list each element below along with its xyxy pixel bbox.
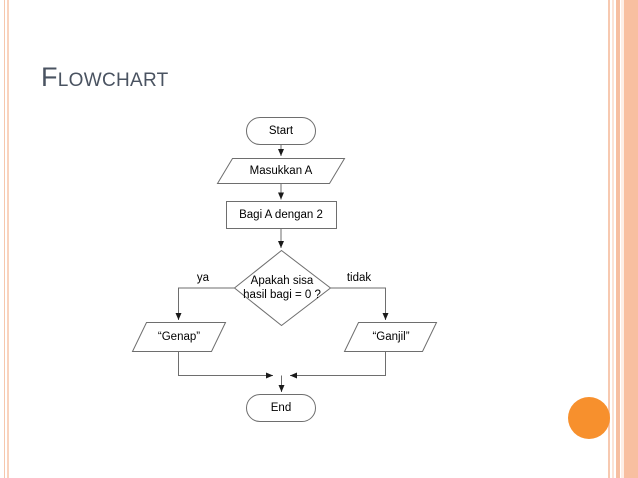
- left-edge-band-inner: [7, 0, 9, 478]
- node-input-shape: [216, 158, 346, 184]
- node-end-shape: [246, 394, 316, 422]
- node-start-shape: [246, 117, 316, 145]
- orange-circle-decoration: [568, 397, 610, 439]
- connector-decision-no: [330, 287, 389, 320]
- node-decision-shape: [233, 249, 332, 327]
- right-edge-band-wide: [624, 0, 638, 478]
- page-title: Flowchart: [41, 62, 169, 92]
- right-edge-band-light: [612, 0, 614, 478]
- branch-label-no: tidak: [346, 272, 372, 284]
- right-edge-band-mid: [616, 0, 620, 478]
- node-ganjil-shape: [343, 322, 438, 352]
- node-process-shape: [226, 201, 337, 229]
- connector-ganjil-to-merge: [290, 351, 386, 379]
- right-edge-band-pale: [621, 0, 624, 478]
- left-edge-band-outer: [4, 0, 5, 478]
- connector-decision-yes: [175, 287, 235, 320]
- connector-genap-to-merge: [178, 351, 273, 379]
- right-edge-band-thin: [608, 0, 610, 478]
- node-genap-shape: [131, 322, 227, 352]
- branch-label-yes: ya: [196, 272, 210, 284]
